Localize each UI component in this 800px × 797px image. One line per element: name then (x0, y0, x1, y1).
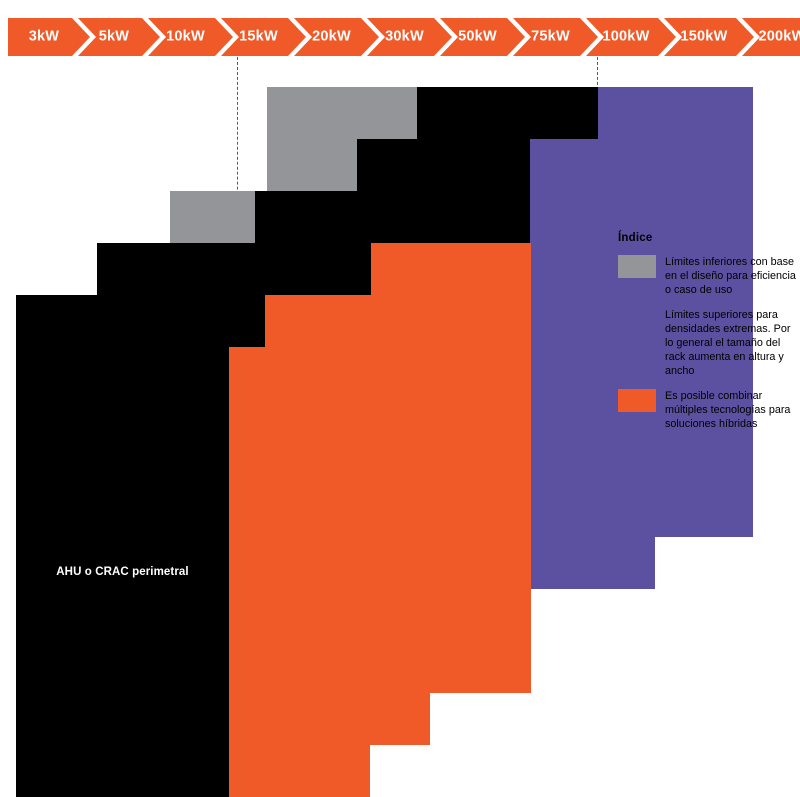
legend-title: Índice (618, 232, 653, 244)
scale-tick-label: 5kW (98, 28, 130, 45)
bar-segment-orange (229, 347, 370, 797)
scale-tick-label: 50kW (458, 28, 497, 45)
legend-item-label: Es posible combinar múltiples tecnología… (665, 389, 791, 431)
legend-item-label: Límites inferiores con base en el diseño… (665, 256, 796, 297)
legend-swatch-purple (618, 307, 656, 331)
scale-tick-label: 20kW (312, 28, 351, 45)
scale-tick-100kw: 100kW (586, 18, 676, 56)
bar-segment-black: AHU o CRAC perimetral (16, 347, 229, 797)
legend-item: Es posible combinar múltiples tecnología… (618, 388, 796, 432)
power-density-scale-bar: 3kW 5kW 10kW 15kW 20kW 30kW 50kW 75kW 100kW 150kW… (0, 18, 800, 56)
bar-label: AHU o CRAC perimetral (56, 566, 189, 578)
scale-tick-3kw: 3kW (8, 18, 90, 56)
scale-tick-50kw: 50kW (440, 18, 525, 56)
scale-tick-label: 200kW (758, 28, 800, 45)
scale-tick-label: 10kW (166, 28, 205, 45)
legend-item: Límites inferiores con base en el diseño… (618, 255, 796, 298)
legend-swatch-gray (618, 255, 656, 278)
scale-tick-label: 75kW (531, 28, 570, 45)
legend-item: Límites superiores para densidades extre… (618, 307, 796, 379)
scale-tick-label: 15kW (239, 28, 278, 45)
legend-swatch-orange (618, 388, 656, 412)
scale-tick-10kw: 10kW (148, 18, 233, 56)
scale-tick-label: 100kW (602, 28, 650, 45)
legend: Índice Límites inferiores con base en el… (618, 232, 796, 441)
scale-tick-label: 3kW (28, 28, 60, 45)
scale-tick-20kw: 20kW (294, 18, 379, 56)
scale-tick-75kw: 75kW (513, 18, 598, 56)
legend-item-label: Límites superiores para densidades extre… (665, 308, 791, 378)
scale-tick-label: 30kW (385, 28, 424, 45)
legend-items: Límites inferiores con base en el diseño… (618, 255, 796, 431)
scale-tick-150kw: 150kW (664, 18, 754, 56)
scale-tick-5kw: 5kW (78, 18, 160, 56)
scale-tick-30kw: 30kW (367, 18, 452, 56)
scale-tick-label: 150kW (680, 28, 728, 45)
scale-tick-15kw: 15kW (221, 18, 306, 56)
